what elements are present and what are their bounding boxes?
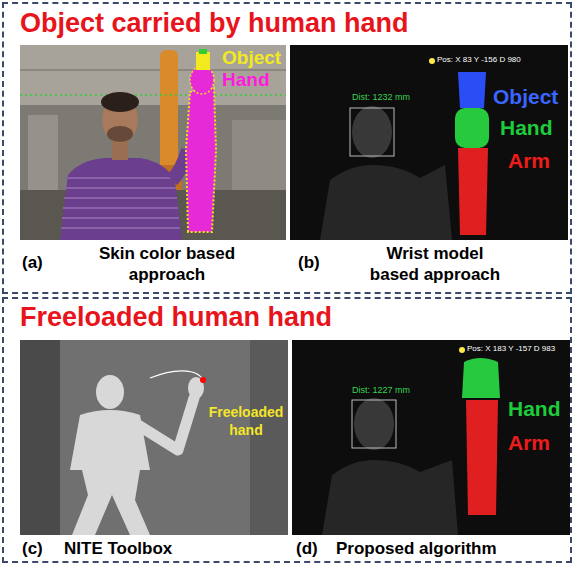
figure-panel: Freeloaded human handFreeloaded handPos:…	[2, 297, 572, 563]
photo-panel: ObjectHand	[20, 45, 286, 240]
nite-depth-image	[20, 340, 288, 535]
overlay-label: Object	[222, 46, 281, 70]
overlay-label: Freeloaded hand	[204, 404, 288, 439]
photo-panel: Pos: X 83 Y -156 D 980Dist: 1232 mm Objec…	[290, 45, 568, 240]
status-readout: Pos: X 83 Y -156 D 980	[437, 55, 521, 65]
status-readout: Pos: X 183 Y -157 D 983	[467, 344, 555, 354]
caption-text: Skin color based approach	[96, 243, 238, 286]
overlay-label: Object	[493, 84, 558, 110]
photo-panel: Pos: X 183 Y -157 D 983Dist: 1227 mm Hand…	[292, 340, 570, 535]
overlay-label: Arm	[508, 148, 550, 174]
photo-panel: Freeloaded hand	[20, 340, 288, 535]
overlay-label: Arm	[508, 430, 550, 456]
caption-letter: (a)	[22, 252, 43, 273]
figure-panel: Object carried by human handObjectHandPo…	[2, 2, 572, 294]
status-readout: Dist: 1227 mm	[352, 385, 410, 396]
status-readout: Dist: 1232 mm	[352, 92, 410, 103]
caption-letter: (d)	[296, 538, 318, 559]
overlay-label: Hand	[508, 396, 561, 422]
proposed-segmentation	[292, 340, 570, 535]
caption-text: Proposed algorithm	[336, 538, 497, 559]
color-photo	[20, 45, 286, 240]
caption-text: NITE Toolbox	[64, 538, 172, 559]
panel-heading: Object carried by human hand	[20, 7, 409, 41]
caption-letter: (c)	[22, 538, 43, 559]
caption-letter: (b)	[298, 252, 320, 273]
overlay-label: Hand	[500, 115, 553, 141]
caption-text: Wrist model based approach	[364, 243, 506, 286]
panel-heading: Freeloaded human hand	[20, 301, 332, 335]
overlay-label: Hand	[222, 68, 270, 92]
depth-segmentation	[290, 45, 568, 240]
